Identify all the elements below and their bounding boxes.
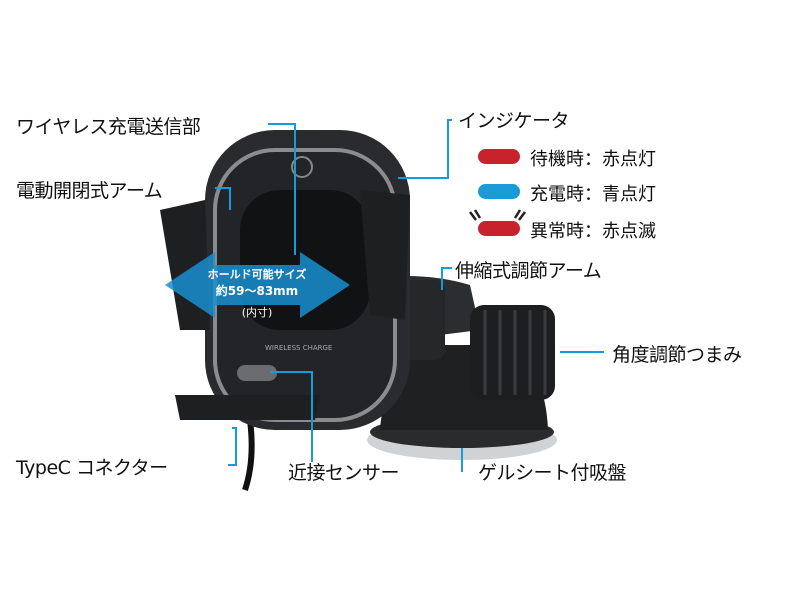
label-telescopic-arm: 伸縮式調節アーム	[455, 260, 602, 282]
leader-lines	[215, 119, 604, 472]
angle-knob	[470, 305, 555, 400]
indicator-blue-pill	[478, 184, 520, 199]
typec-cable	[242, 419, 255, 491]
indicator-error: 異常時：赤点滅	[530, 221, 656, 242]
blink-marks-icon	[469, 209, 526, 221]
hold-size-note: (内寸)	[241, 306, 273, 319]
label-angle-knob: 角度調節つまみ	[612, 344, 742, 366]
label-wireless-transmitter: ワイヤレス充電送信部	[16, 116, 201, 138]
device-print: WIRELESS CHARGE	[265, 344, 332, 352]
indicator-red-blink-pill	[478, 221, 520, 236]
hold-size-title: ホールド可能サイズ	[207, 268, 307, 281]
label-motorized-arms: 電動開閉式アーム	[16, 180, 163, 202]
label-proximity-sensor: 近接センサー	[288, 462, 400, 484]
label-gel-suction: ゲルシート付吸盤	[478, 462, 627, 484]
label-typec-connector: TypeC コネクター	[16, 457, 168, 479]
hold-size-arrow	[165, 252, 350, 318]
indicator-charging: 充電時：青点灯	[530, 184, 656, 205]
indicator-standby: 待機時：赤点灯	[530, 149, 656, 170]
hold-size-range: 約59～83mm	[215, 284, 299, 298]
label-indicator: インジケータ	[458, 110, 570, 132]
indicator-red-pill	[478, 149, 520, 164]
